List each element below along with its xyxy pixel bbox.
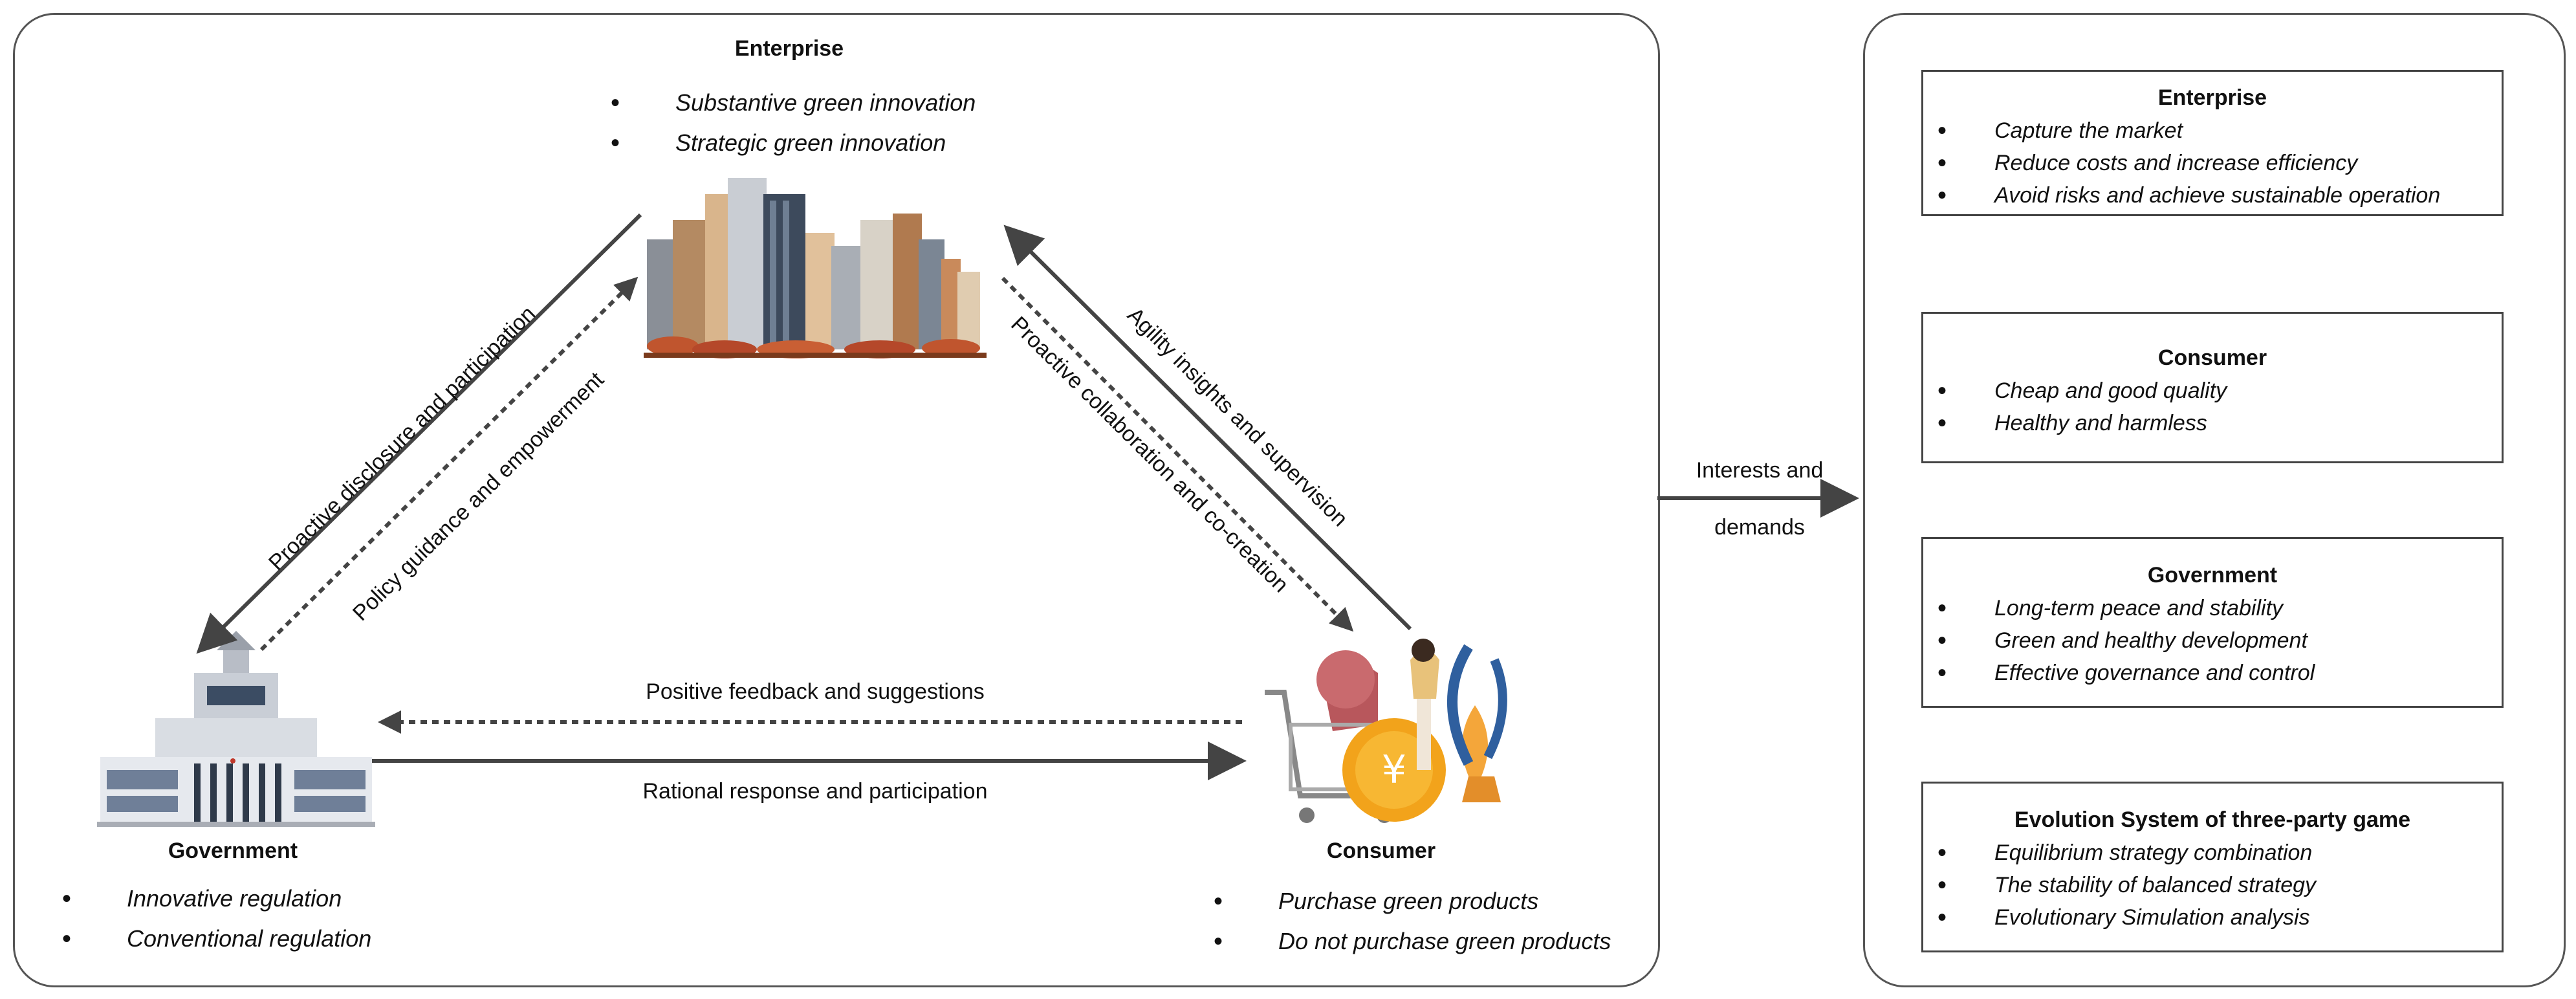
- list-item: Purchase green products: [1214, 881, 1611, 921]
- interest-box-enterprise: Enterprise Capture the market Reduce cos…: [1921, 70, 2504, 216]
- consumer-strategy-list: Purchase green products Do not purchase …: [1214, 881, 1611, 961]
- government-title: Government: [168, 839, 298, 863]
- list-item: Effective governance and control: [1923, 657, 2502, 689]
- connector-label-line2: demands: [1714, 515, 1805, 540]
- arrow-enterprise-to-government: [196, 213, 642, 654]
- label-rational-response: Rational response and participation: [642, 779, 988, 804]
- interest-box-consumer: Consumer Cheap and good quality Healthy …: [1921, 312, 2504, 463]
- list-item: Avoid risks and achieve sustainable oper…: [1923, 179, 2502, 212]
- list-item: Reduce costs and increase efficiency: [1923, 147, 2502, 179]
- arrow-consumer-to-enterprise: [1003, 225, 1412, 631]
- government-strategy-list: Innovative regulation Conventional regul…: [62, 879, 371, 959]
- box-title: Evolution System of three-party game: [2014, 807, 2411, 832]
- enterprise-strategy-list: Substantive green innovation Strategic g…: [611, 83, 976, 163]
- list-item: Long-term peace and stability: [1923, 592, 2502, 624]
- shopping-consumer-icon: ¥: [1265, 639, 1507, 823]
- list-item: Cheap and good quality: [1923, 375, 2502, 407]
- list-item: Capture the market: [1923, 115, 2502, 147]
- enterprise-title: Enterprise: [734, 36, 844, 61]
- list-item: Equilibrium strategy combination: [1923, 837, 2502, 869]
- box-title: Enterprise: [2157, 85, 2267, 110]
- box-title: Consumer: [2157, 346, 2267, 370]
- list-item: Healthy and harmless: [1923, 407, 2502, 439]
- svg-text:¥: ¥: [1382, 747, 1406, 793]
- consumer-title: Consumer: [1326, 839, 1436, 863]
- list-item: Conventional regulation: [62, 919, 371, 959]
- arrow-enterprise-to-consumer: [1001, 276, 1354, 632]
- interest-box-evolution-system: Evolution System of three-party game Equ…: [1921, 782, 2504, 952]
- list-item: Substantive green innovation: [611, 83, 976, 123]
- list-item: Do not purchase green products: [1214, 921, 1611, 961]
- connector-label-line1: Interests and: [1696, 458, 1824, 483]
- list-item: Innovative regulation: [62, 879, 371, 919]
- box-title: Government: [2147, 563, 2278, 587]
- interest-box-government: Government Long-term peace and stability…: [1921, 537, 2504, 708]
- government-building-icon: [97, 631, 375, 827]
- list-item: Strategic green innovation: [611, 123, 976, 163]
- city-skyline-icon: [644, 178, 987, 358]
- list-item: Green and healthy development: [1923, 624, 2502, 657]
- arrow-government-to-enterprise: [259, 276, 639, 652]
- list-item: The stability of balanced strategy: [1923, 869, 2502, 901]
- label-positive-feedback: Positive feedback and suggestions: [646, 679, 985, 704]
- list-item: Evolutionary Simulation analysis: [1923, 901, 2502, 934]
